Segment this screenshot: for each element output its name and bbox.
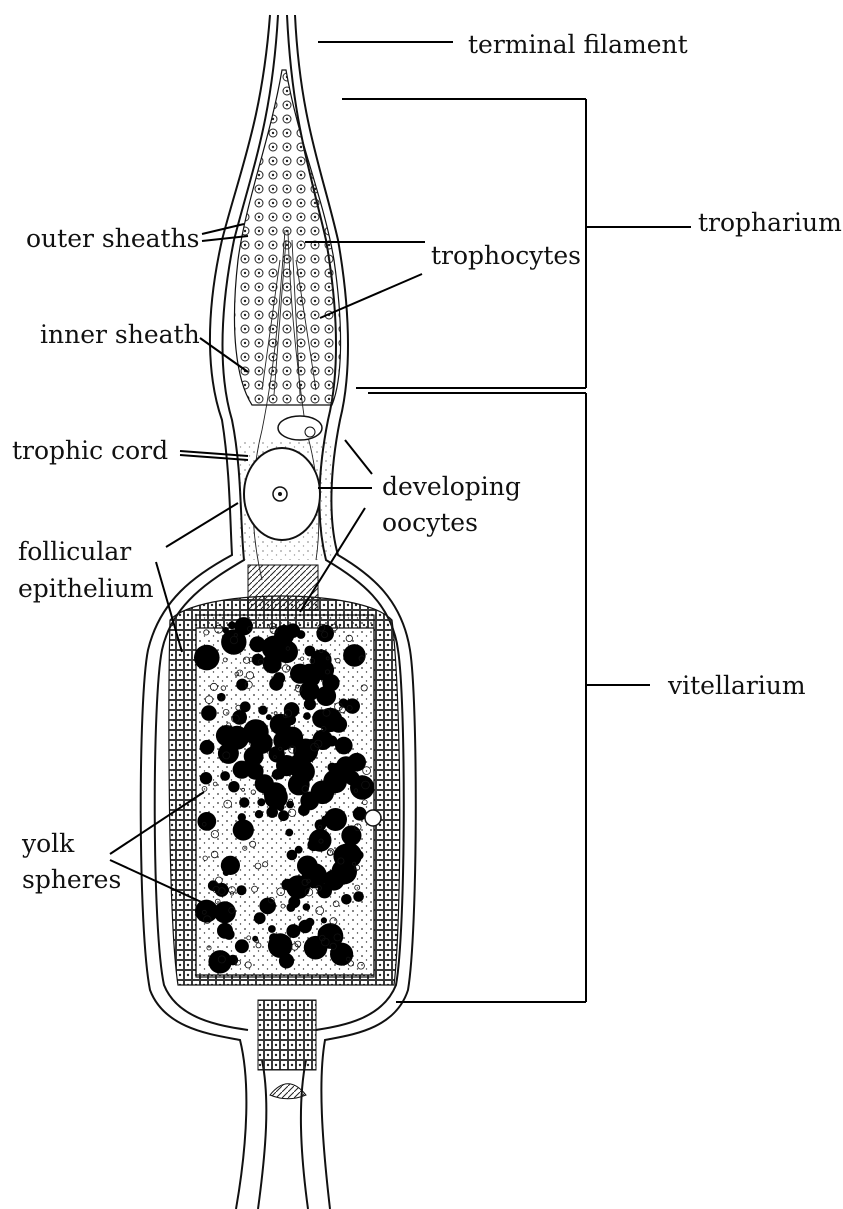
yolk-sphere [237, 885, 247, 895]
label-spheres: spheres [22, 864, 121, 896]
yolk-sphere [257, 798, 265, 806]
yolk-sphere [297, 856, 318, 877]
small-oocyte [278, 416, 322, 440]
label-vitellarium: vitellarium [668, 670, 806, 702]
yolk-sphere [235, 939, 249, 953]
yolk-sphere [285, 829, 293, 837]
yolk-sphere [299, 681, 319, 701]
yolk-sphere [343, 644, 366, 667]
yolk-sphere [279, 953, 294, 968]
yolk-sphere [286, 801, 294, 809]
label-tropharium: tropharium [698, 207, 842, 239]
yolk-sphere [276, 755, 297, 776]
yolk-sphere [321, 917, 327, 923]
yolk-sphere [262, 636, 286, 660]
yolk-sphere [331, 763, 342, 774]
yolk-sphere [220, 771, 230, 781]
yolk-sphere [268, 925, 276, 933]
yolk-sphere [307, 662, 323, 678]
yolk-sphere [254, 912, 266, 924]
yolk-sphere [288, 896, 300, 908]
yolk-sphere [297, 630, 306, 639]
yolk-sphere [303, 903, 311, 911]
yolk-sphere [278, 810, 289, 821]
yolk-sphere [239, 797, 249, 807]
yolk-sphere [290, 664, 310, 684]
label-inner-sheath: inner sheath [40, 319, 200, 351]
yolk-sphere [316, 625, 334, 643]
label-epithelium: epithelium [18, 573, 154, 605]
yolk-sphere [335, 737, 353, 755]
yolk-sphere [341, 825, 361, 845]
yolk-sphere [233, 761, 251, 779]
yolk-sphere [214, 901, 236, 923]
label-yolk: yolk [22, 828, 74, 860]
yolk-sphere [208, 950, 231, 973]
yolk-sphere [287, 850, 298, 861]
label-trophic-cord: trophic cord [12, 435, 168, 467]
yolk-sphere [223, 869, 230, 876]
yolk-sphere [353, 891, 364, 902]
yolk-sphere [295, 738, 303, 746]
yolk-sphere [200, 740, 215, 755]
yolk-sphere [228, 781, 239, 792]
yolk-sphere [305, 918, 314, 927]
yolk-sphere [259, 898, 276, 915]
label-outer-sheaths: outer sheaths [26, 223, 200, 255]
yolk-sphere [236, 679, 248, 691]
label-terminal-filament: terminal filament [468, 29, 688, 61]
yolk-sphere [266, 806, 278, 818]
yolk-sphere [269, 677, 283, 691]
yolk-sphere [309, 829, 332, 852]
yolk-sphere [330, 716, 347, 733]
yolk-sphere [201, 705, 217, 721]
yolk-sphere [221, 863, 228, 870]
yolk-sphere [233, 819, 254, 840]
label-follicular: follicular [18, 536, 131, 568]
yolk-sphere [197, 812, 216, 831]
yolk-sphere [258, 706, 267, 715]
label-oocytes: oocytes [382, 507, 478, 539]
yolk-sphere [225, 726, 249, 750]
yolk-sphere [266, 795, 273, 802]
tropharium-cells [234, 70, 340, 405]
yolk-sphere [277, 803, 285, 811]
yolk-sphere [255, 810, 263, 818]
yolk-sphere [194, 645, 220, 671]
yolk-sphere [224, 929, 235, 940]
label-developing: developing [382, 471, 521, 503]
yolk-sphere [341, 894, 352, 905]
label-trophocytes: trophocytes [431, 240, 581, 272]
yolk-sphere [305, 739, 320, 754]
yolk-sphere [223, 627, 229, 633]
yolk-sphere [303, 712, 311, 720]
yolk-sphere [312, 709, 331, 728]
yolk-sphere [200, 772, 212, 784]
yolk-sphere [324, 808, 347, 831]
yolk-sphere [311, 781, 335, 805]
yolk-sphere [266, 714, 272, 720]
yolk-sphere [286, 924, 300, 938]
yolk-sphere [333, 844, 357, 868]
yolk-sphere [238, 813, 246, 821]
